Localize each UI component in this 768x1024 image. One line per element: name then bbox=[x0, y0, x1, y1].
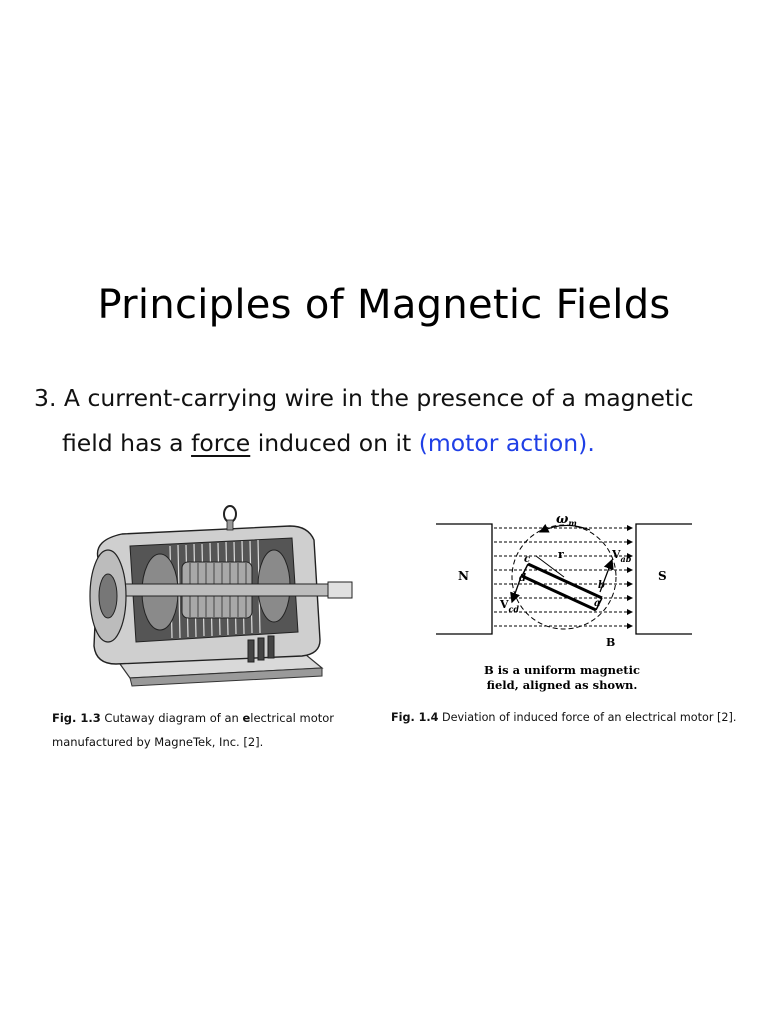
point-text-b: field has a bbox=[62, 429, 192, 457]
figure-1-4-caption-text: Deviation of induced force of an electri… bbox=[438, 711, 737, 724]
v-cd-label: Vcd bbox=[499, 598, 519, 614]
point-c-label: c bbox=[524, 554, 530, 565]
motor-cutaway-icon bbox=[89, 505, 353, 687]
figure-1-3-bold-letter: e bbox=[242, 711, 251, 725]
point-text-c: induced on it bbox=[250, 429, 419, 457]
figure-1-4-caption: Fig. 1.4 Deviation of induced force of a… bbox=[391, 706, 766, 730]
figure-1-4-label: Fig. 1.4 bbox=[391, 711, 439, 724]
point-text-line1: A current-carrying wire in the presence … bbox=[63, 384, 694, 412]
point-b-label: b bbox=[598, 580, 605, 591]
figure-1-3-caption-b: lectrical motor bbox=[250, 711, 335, 725]
figure-1-3-caption-line2: manufactured by MagneTek, Inc. [2]. bbox=[52, 735, 264, 749]
figure-1-3-label: Fig. 1.3 bbox=[52, 711, 101, 725]
field-note-line2: field, aligned as shown. bbox=[487, 678, 638, 692]
slide-title: Principles of Magnetic Fields bbox=[97, 282, 671, 328]
radius-label: r bbox=[558, 548, 564, 561]
point-d-label: d bbox=[519, 573, 526, 584]
pole-s-label: S bbox=[658, 569, 667, 583]
omega-label: ωm bbox=[556, 512, 577, 528]
point-number: 3. bbox=[34, 384, 57, 412]
point-a-label: a bbox=[594, 598, 600, 609]
figure-1-3-caption: Fig. 1.3 Cutaway diagram of an electrica… bbox=[52, 706, 372, 754]
figure-1-3-caption-a: Cutaway diagram of an bbox=[100, 711, 243, 725]
b-field-label: B bbox=[606, 636, 615, 649]
pole-n-label: N bbox=[458, 569, 469, 583]
underlined-word: force bbox=[191, 429, 251, 457]
motor-action-highlight: (motor action). bbox=[418, 429, 595, 457]
v-ab-label: Vab bbox=[611, 548, 632, 564]
bullet-point: 3. A current-carrying wire in the presen… bbox=[34, 376, 754, 466]
magnetic-field-loop-diagram: N S ωm r c d b a Vab Vcd B B is a unifor… bbox=[436, 512, 692, 692]
point-line2: field has a force induced on it (motor a… bbox=[34, 421, 754, 466]
field-note-line1: B is a uniform magnetic bbox=[484, 663, 640, 677]
